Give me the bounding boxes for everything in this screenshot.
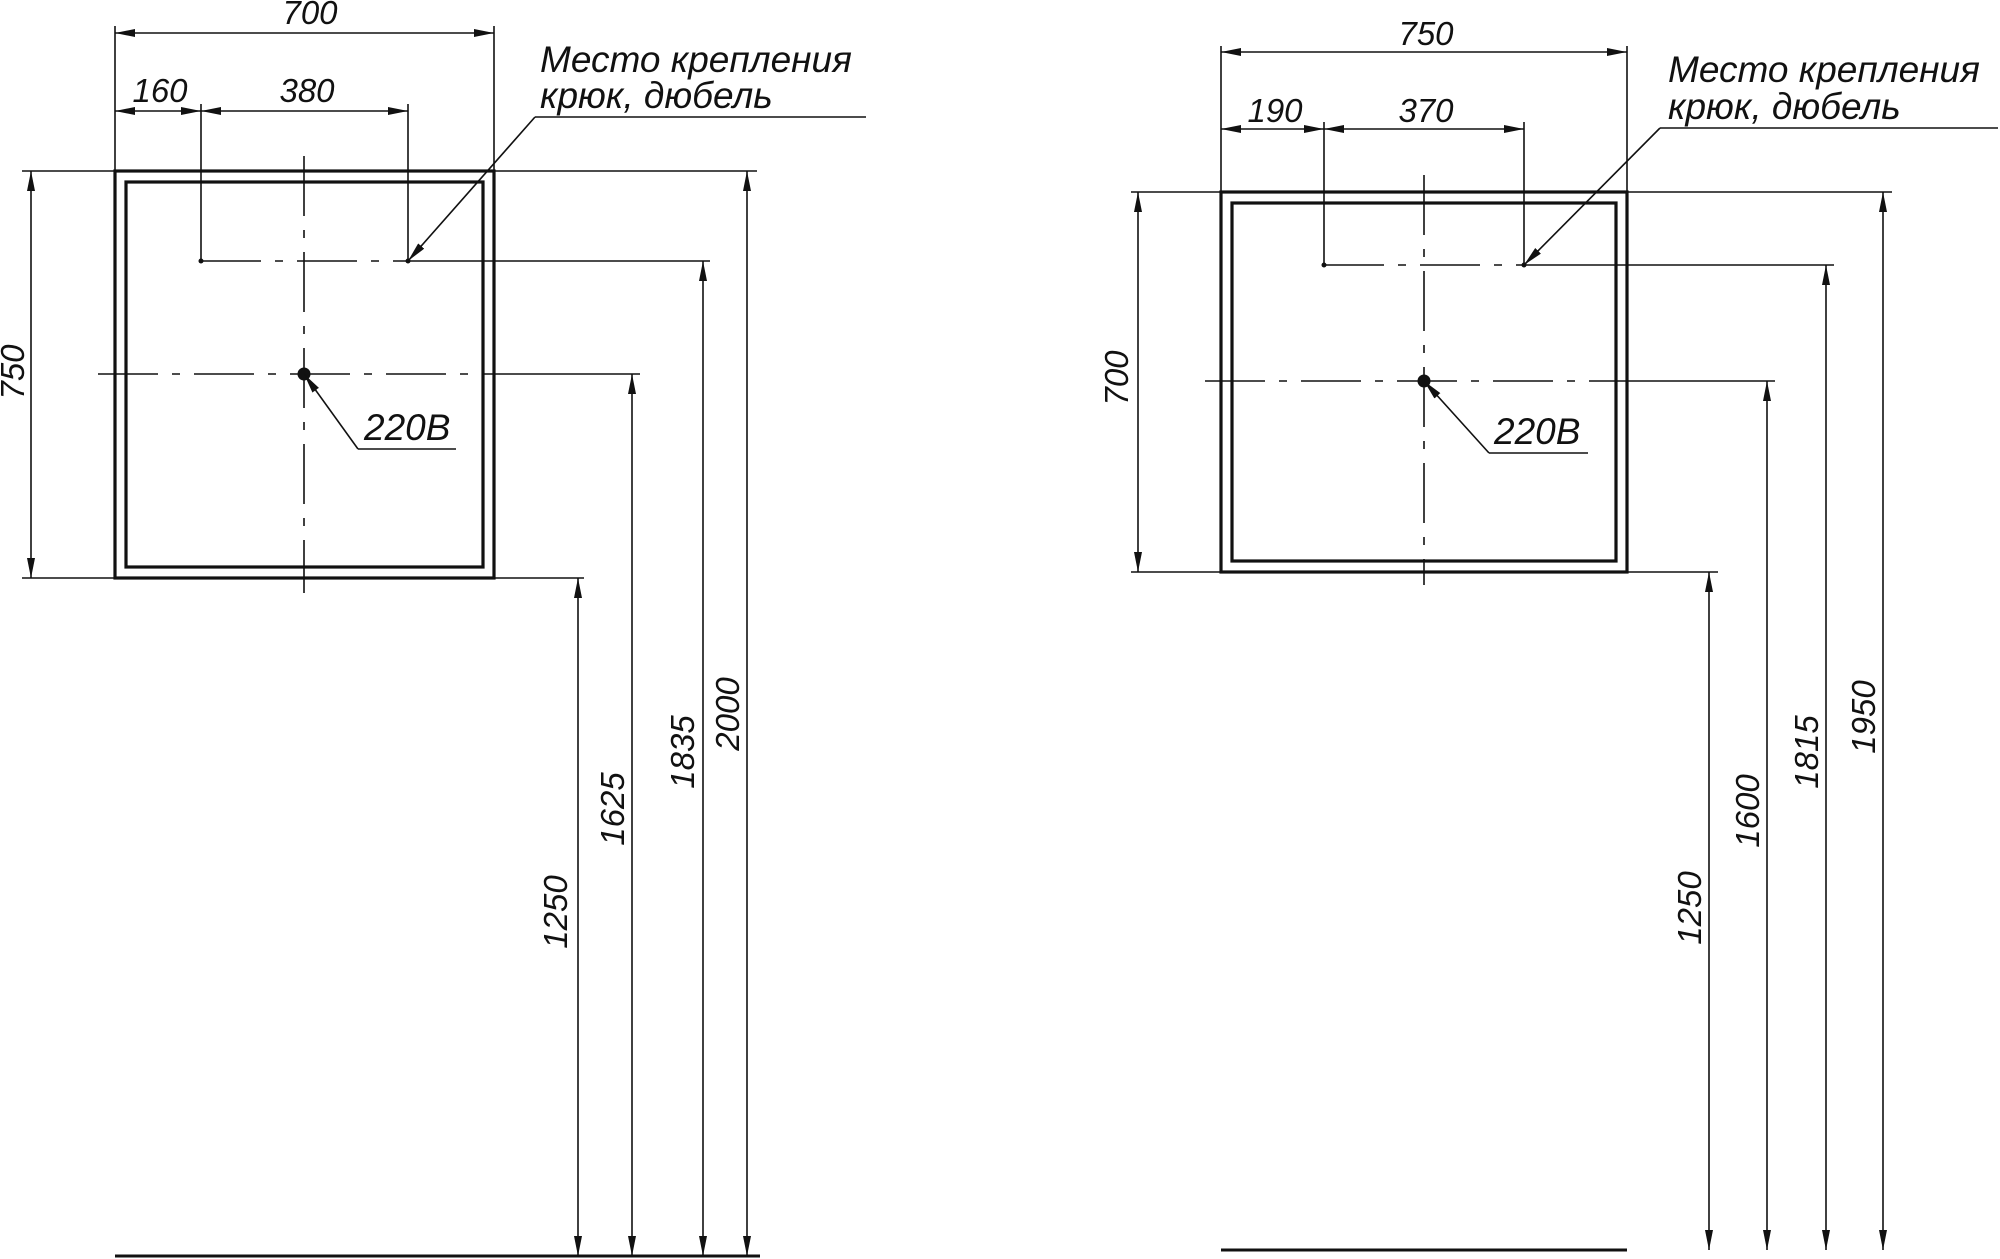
right-width-label: 750 — [1398, 15, 1454, 52]
left-mount-note-line1: Место крепления — [540, 39, 852, 80]
right-mount-leader-arrow — [1523, 127, 1661, 266]
left-h-top-label: 2000 — [709, 677, 746, 752]
left-width-label: 700 — [282, 0, 338, 31]
mirror-left-drawing: 700 160 380 750 1250 1625 1835 2000 Мест… — [0, 0, 866, 1258]
left-h-hooks-label: 1835 — [664, 715, 701, 789]
right-mount-note-line2: крюк, дюбель — [1668, 86, 1901, 127]
left-power-leader-arrow — [303, 373, 359, 450]
left-height-label: 750 — [0, 344, 31, 400]
left-h-power-label: 1625 — [594, 772, 631, 846]
left-mount-note-line2: крюк, дюбель — [540, 75, 773, 116]
right-hook-spacing-label: 370 — [1398, 92, 1454, 129]
left-power-label: 220В — [363, 407, 450, 448]
left-hook-spacing-label: 380 — [279, 72, 335, 109]
right-height-label: 700 — [1098, 350, 1135, 406]
right-power-leader-arrow — [1423, 380, 1490, 454]
right-mount-note-line1: Место крепления — [1668, 49, 1980, 90]
right-hook-offset-label: 190 — [1247, 92, 1303, 129]
left-h-bottom-label: 1250 — [537, 875, 574, 949]
right-h-bottom-label: 1250 — [1671, 871, 1708, 945]
mirror-right-drawing: 750 190 370 700 1250 1600 1815 1950 Мест… — [1098, 15, 1998, 1252]
left-mount-leader-arrow — [407, 116, 536, 262]
right-power-label: 220В — [1493, 411, 1580, 452]
right-h-power-label: 1600 — [1729, 774, 1766, 848]
right-h-hooks-label: 1815 — [1788, 715, 1825, 789]
right-h-top-label: 1950 — [1845, 680, 1882, 754]
left-hook-offset-label: 160 — [132, 72, 188, 109]
